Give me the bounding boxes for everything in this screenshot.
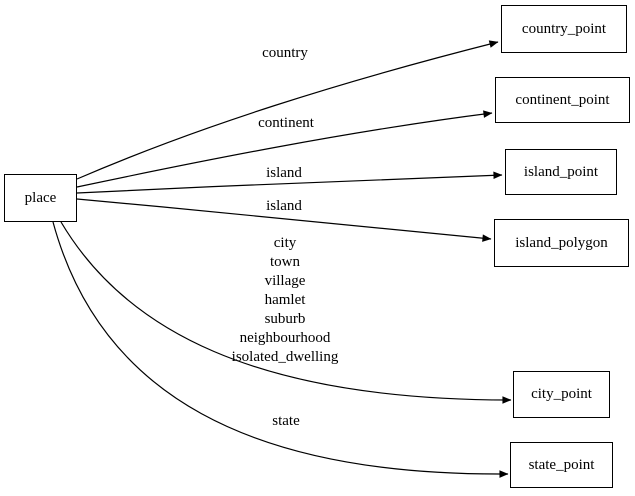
edge-label-island-point: island [266,165,302,181]
edge-place-city-point [60,221,512,404]
node-continent-point: continent_point [495,77,630,123]
edge-label-island-polygon: island [266,198,302,214]
node-country-point: country_point [501,5,627,53]
edge-place-continent-point [76,110,493,188]
edge-label-country: country [262,45,308,61]
edge-place-island-polygon [76,198,492,242]
node-city-point: city_point [513,371,610,418]
edge-label-suburb-line: suburb [264,311,306,327]
edge-label-state: state [272,413,300,429]
node-place: place [4,174,77,222]
edge-label-village-line: village [264,273,306,289]
edge-label-city-line: city [273,235,297,251]
edge-label-city-point: city town village hamlet suburb neighbou… [232,234,339,367]
node-island-point: island_point [505,149,617,195]
edge-place-island-point [76,171,503,194]
edge-label-isolated-dwelling-line: isolated_dwelling [231,349,339,365]
edge-label-neighbourhood-line: neighbourhood [239,330,331,346]
node-state-point: state_point [510,442,613,488]
edge-place-country-point [76,40,499,180]
edge-label-hamlet-line: hamlet [264,292,306,308]
edge-label-continent: continent [258,115,314,131]
edge-label-town-line: town [270,254,300,270]
node-island-polygon: island_polygon [494,219,629,267]
edge-place-state-point [52,221,509,478]
